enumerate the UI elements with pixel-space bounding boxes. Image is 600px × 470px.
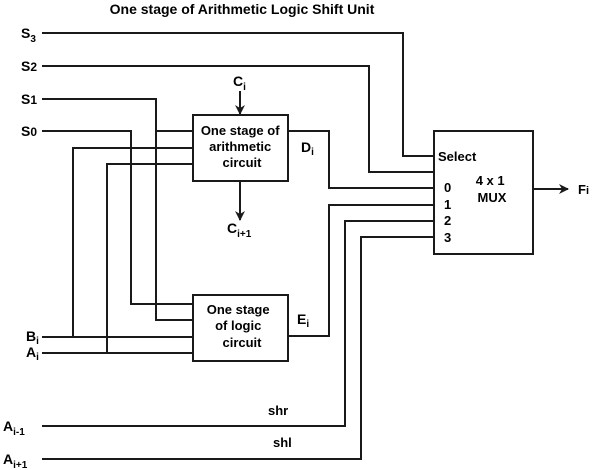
wire-e-output [288,204,434,337]
label-d-output: Di [301,139,314,158]
logic-block-label: One stage of logic circuit [207,302,273,350]
mux-title: 4 x 1 MUX [476,173,509,205]
diagram-title: One stage of Arithmetic Logic Shift Unit [110,1,375,17]
label-shl: shl [273,435,292,450]
arithmetic-circuit-block [192,114,289,182]
label-ai-minus-1: Ai-1 [3,418,25,438]
logic-circuit-block [192,294,289,362]
label-bi: Bi [26,328,39,347]
wire-bi-to-arith [72,147,193,337]
label-carry-out: Ci+1 [227,220,252,240]
wire-d-output [288,130,434,189]
wire-shl [42,236,434,460]
label-e-output: Ei [297,311,309,330]
arithmetic-block-label: One stage of arithmetic circuit [201,123,283,170]
mux-input-2: 2 [444,213,451,228]
label-carry-in: Ci [233,73,246,93]
label-s3: S3 [21,25,36,45]
label-output: Fi [578,182,589,197]
wire-s0 [42,130,193,305]
label-ai: Ai [26,344,39,363]
label-s2: S2 [21,58,37,74]
wire-s2 [42,65,434,173]
mux-input-0: 0 [444,180,451,195]
label-shr: shr [268,403,288,418]
label-s0: S0 [21,123,37,139]
wire-s1 [42,98,193,321]
wire-ai-to-arith [106,163,193,353]
mux-block [433,130,534,255]
label-s1: S1 [21,91,37,107]
wire-shr [42,220,434,427]
mux-input-1: 1 [444,197,451,212]
label-ai-plus-1: Ai+1 [3,451,28,470]
mux-input-3: 3 [444,230,451,245]
mux-select-label: Select [438,149,477,164]
wire-s3 [42,32,434,157]
